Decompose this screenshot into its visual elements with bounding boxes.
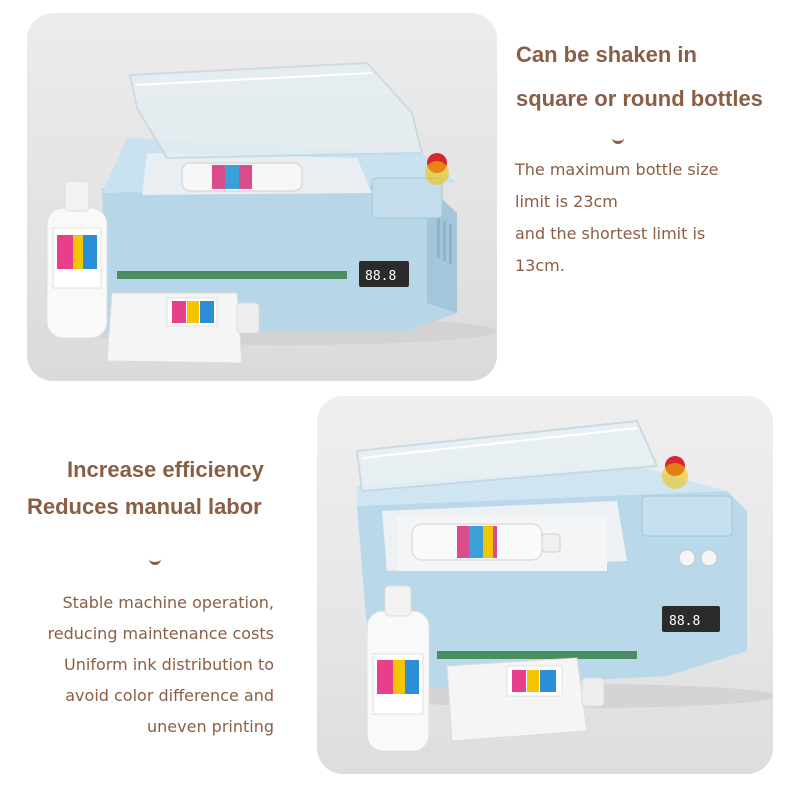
- smile-divider-icon: [149, 555, 161, 565]
- feature-heading-line-1: Can be shaken in: [516, 42, 697, 67]
- feature-heading-line-2: Reduces manual labor: [27, 494, 262, 519]
- description-line: Stable machine operation,: [62, 593, 274, 612]
- smile-divider-icon: [612, 134, 624, 144]
- description-line: 13cm.: [515, 256, 565, 275]
- display-readout-top: 88.8: [365, 269, 396, 284]
- feature-heading-line-2: square or round bottles: [516, 86, 763, 111]
- description-line: avoid color difference and: [65, 686, 274, 705]
- description-line: uneven printing: [147, 717, 274, 736]
- description-line: limit is 23cm: [515, 192, 618, 211]
- description-line: Uniform ink distribution to: [64, 655, 274, 674]
- description-line: and the shortest limit is: [515, 224, 706, 243]
- feature-heading-line-1: Increase efficiency: [67, 457, 264, 482]
- shaker-machine-photo-top: 88.8: [27, 13, 497, 381]
- description-line: The maximum bottle size: [515, 160, 719, 179]
- description-line: reducing maintenance costs: [47, 624, 274, 643]
- display-readout-bottom: 88.8: [669, 614, 700, 629]
- shaker-machine-photo-bottom: 88.8: [317, 396, 773, 774]
